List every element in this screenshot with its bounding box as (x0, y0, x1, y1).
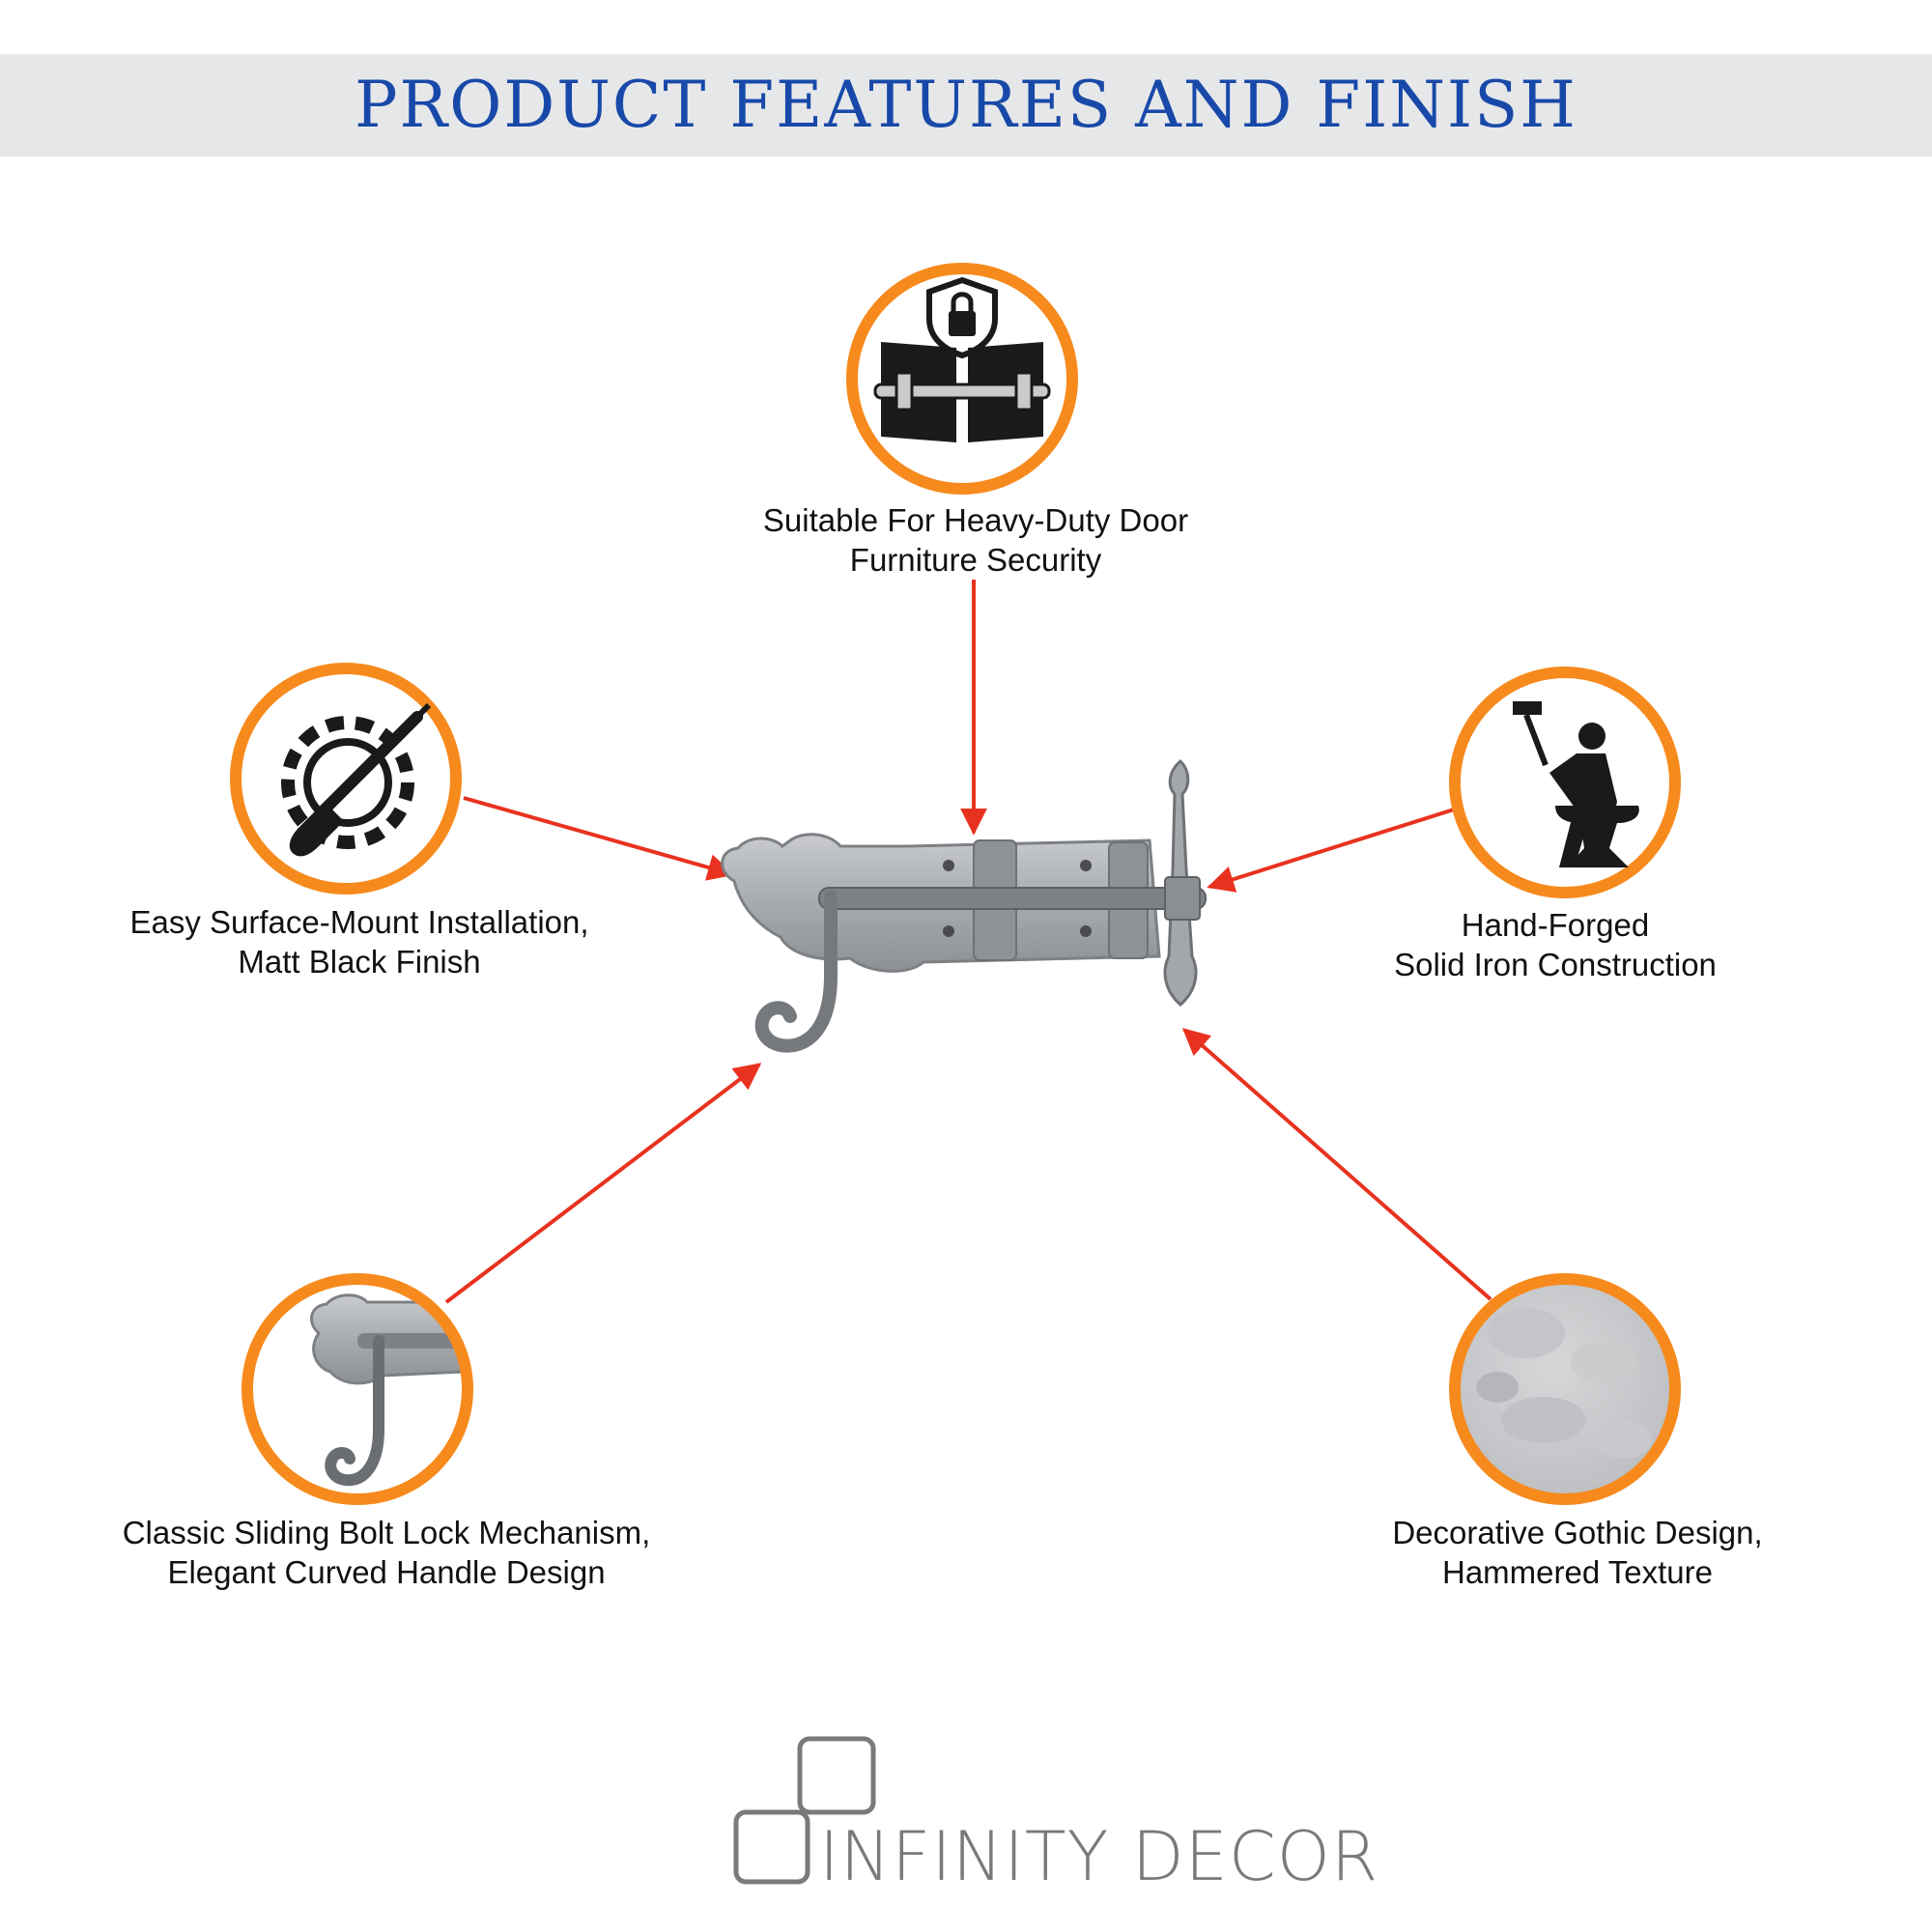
caption-line: Easy Surface-Mount Installation, (129, 904, 589, 940)
arrow-bottom-right (1181, 1028, 1492, 1301)
product-bolt-image (721, 758, 1207, 1053)
feature-icon-bottom-left (242, 1273, 473, 1505)
shield-padlock-door-icon (873, 276, 1051, 442)
feature-caption-left: Easy Surface-Mount Installation, Matt Bl… (108, 902, 611, 981)
feature-caption-bottom-right: Decorative Gothic Design, Hammered Textu… (1365, 1513, 1790, 1592)
arrow-left (463, 796, 735, 881)
caption-line: Matt Black Finish (238, 944, 481, 980)
arrow-bottom-left (444, 1063, 762, 1304)
feature-caption-top: Suitable For Heavy-Duty Door Furniture S… (734, 500, 1217, 580)
caption-line: Hand-Forged (1461, 907, 1650, 943)
feature-icon-left (230, 663, 462, 895)
blacksmith-anvil-icon (1513, 701, 1639, 867)
curved-handle-closeup-icon (251, 1283, 464, 1495)
feature-caption-right: Hand-Forged Solid Iron Construction (1352, 905, 1758, 984)
caption-line: Elegant Curved Handle Design (167, 1554, 606, 1590)
caption-line: Furniture Security (849, 542, 1102, 578)
feature-caption-bottom-left: Classic Sliding Bolt Lock Mechanism, Ele… (97, 1513, 676, 1592)
hammered-texture-closeup-icon (1459, 1283, 1671, 1495)
brand-name: INFINITY DECOR (819, 1817, 1379, 1896)
arrow-right (1207, 808, 1455, 893)
feature-icon-top (846, 263, 1078, 495)
caption-line: Decorative Gothic Design, (1392, 1515, 1763, 1550)
caption-line: Hammered Texture (1441, 1554, 1713, 1590)
caption-line: Classic Sliding Bolt Lock Mechanism, (122, 1515, 651, 1550)
feature-icon-right (1449, 667, 1681, 898)
caption-line: Solid Iron Construction (1394, 947, 1717, 982)
page-title: PRODUCT FEATURES AND FINISH (355, 68, 1577, 142)
brand-logo-squares-icon (733, 1736, 876, 1885)
brand-logo: INFINITY DECOR (730, 1731, 1378, 1890)
caption-line: Suitable For Heavy-Duty Door (762, 502, 1189, 538)
screwdriver-gear-icon (281, 702, 432, 857)
feature-icon-bottom-right (1449, 1273, 1681, 1505)
header-banner: PRODUCT FEATURES AND FINISH (0, 54, 1932, 156)
